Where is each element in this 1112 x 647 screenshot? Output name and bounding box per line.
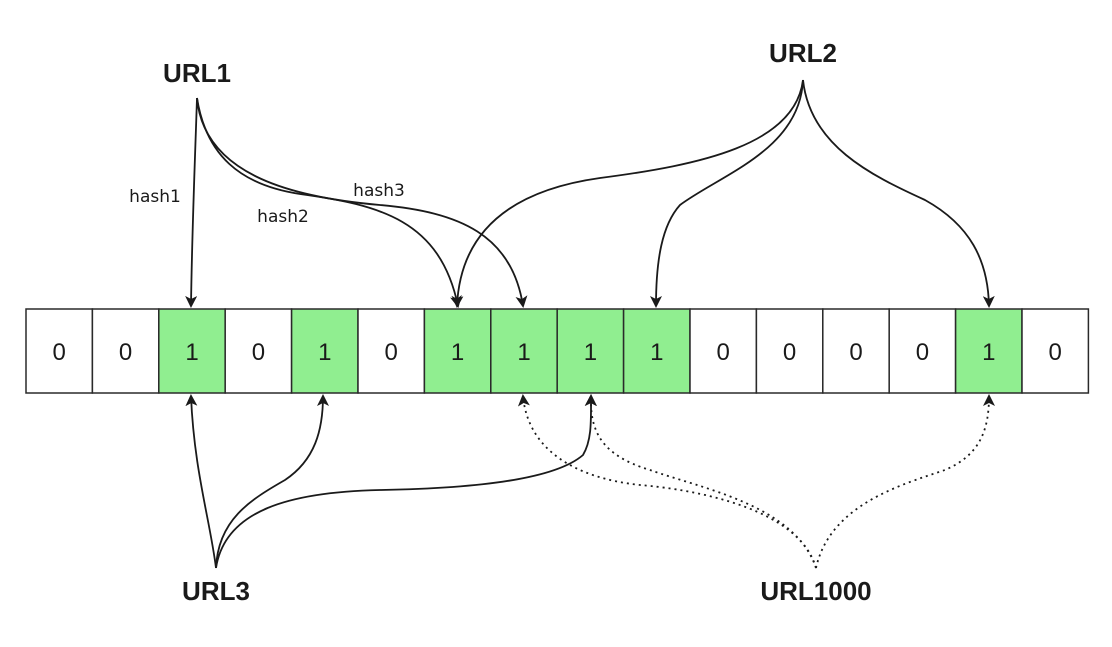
url3-arrow-to-cell-2: [185, 394, 217, 569]
url2-arrow-to-cell-14: [802, 79, 995, 308]
bit-value: 0: [717, 339, 730, 366]
url1000-label: URL1000: [760, 576, 871, 606]
hash3-label: hash3: [353, 181, 405, 201]
bit-value: 1: [982, 339, 995, 366]
bit-cell: [158, 308, 226, 394]
url1000-arrow-to-cell-8: [584, 394, 817, 569]
bit-cell: [755, 308, 824, 394]
bit-cell: [888, 308, 957, 394]
bit-cell: [556, 308, 625, 394]
url1-label: URL1: [163, 58, 231, 88]
bit-cell: [490, 308, 558, 394]
bit-value: 1: [318, 339, 331, 366]
bit-value: 1: [584, 339, 597, 366]
bit-value: 1: [650, 339, 663, 366]
url1-hash3-arrow: [196, 97, 528, 308]
bit-value: 0: [849, 339, 862, 366]
bit-value: 1: [185, 339, 198, 366]
bit-cell: [622, 308, 691, 394]
bit-cell: [25, 308, 94, 394]
hash2-label: hash2: [257, 207, 309, 227]
bit-value: 1: [517, 339, 530, 366]
hash1-label: hash1: [129, 187, 181, 207]
bit-cell: [423, 308, 492, 394]
url1-hash1-arrow: [185, 97, 198, 308]
url2-arrow-to-cell-9: [650, 79, 804, 308]
bit-cell: [91, 308, 160, 394]
url1-hash2-arrow: [196, 97, 462, 308]
bit-value: 0: [1049, 339, 1062, 366]
bit-cell: [1021, 308, 1090, 394]
bit-array: 0 0 1 0 1 0 1 1 1 1 0 0 0 0 1 0: [25, 308, 1090, 394]
url2-label: URL2: [769, 38, 837, 68]
url3-arrow-to-cell-8: [215, 394, 598, 569]
bit-value: 0: [385, 339, 398, 366]
bit-cell: [822, 308, 890, 394]
bit-value: 0: [119, 339, 132, 366]
url3-label: URL3: [182, 576, 250, 606]
bit-value: 0: [916, 339, 929, 366]
url3-arrow-to-cell-4: [215, 394, 329, 569]
bit-cell: [357, 308, 426, 394]
url1000-arrow-to-cell-14: [815, 394, 995, 569]
bit-value: 0: [783, 339, 796, 366]
bit-value: 0: [252, 339, 265, 366]
bit-value: 0: [53, 339, 66, 366]
url2-arrow-to-cell-6: [451, 79, 804, 308]
bit-cell: [290, 308, 359, 394]
url1000-arrow-to-cell-7: [517, 394, 817, 569]
bit-value: 1: [451, 339, 464, 366]
